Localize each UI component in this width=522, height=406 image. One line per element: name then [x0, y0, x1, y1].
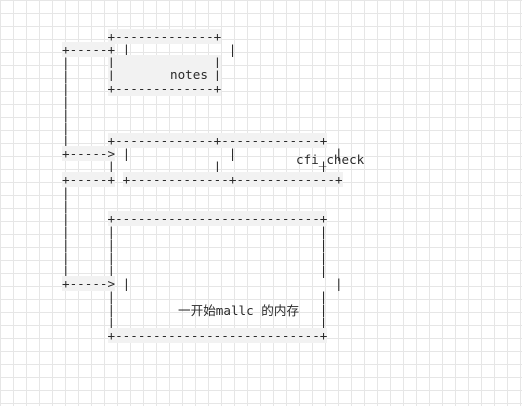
ascii-art-lines: +-------------++-----+ | || | || | || +-…: [62, 29, 343, 343]
block-label-initial-malloc-memory: 一开始mallc 的内存: [178, 303, 300, 318]
block-label-notes: notes: [170, 67, 208, 82]
block-label-cfi-check: cfi_check: [296, 152, 365, 167]
